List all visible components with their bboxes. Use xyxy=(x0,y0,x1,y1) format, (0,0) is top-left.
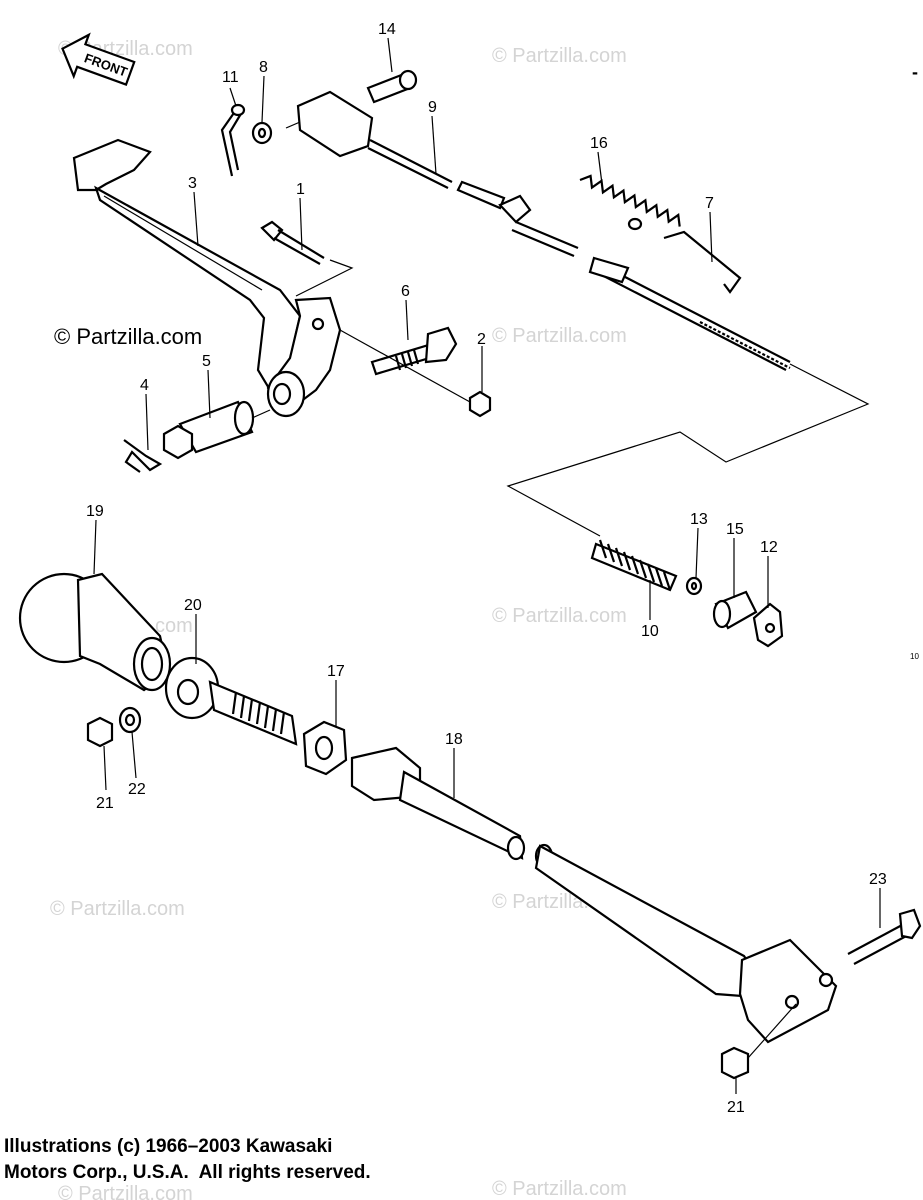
rod-end-part xyxy=(164,656,298,746)
callout-label: 11 xyxy=(222,69,239,86)
callout-label: 19 xyxy=(86,503,104,520)
copyright-line-2: Motors Corp., U.S.A. All rights reserved… xyxy=(4,1162,371,1183)
callout-label: 10 xyxy=(641,623,659,640)
watermark: © Partzilla.com xyxy=(50,898,185,920)
rubber-boot-part xyxy=(18,572,172,692)
callout-label: 14 xyxy=(378,21,396,38)
clevis-bolt-part xyxy=(847,908,922,965)
callout-label: 22 xyxy=(128,781,146,798)
pivot-bolt-part xyxy=(370,326,458,376)
return-spring-part xyxy=(590,539,678,592)
watermark: © Partzilla.com xyxy=(492,605,627,627)
washer-part xyxy=(251,121,273,145)
copyright-footer: Illustrations (c) 1966–2003 Kawasaki Mot… xyxy=(4,1134,371,1186)
spring-wire-part xyxy=(663,230,742,294)
brake-pedal-part xyxy=(72,138,342,418)
clip-part xyxy=(123,439,163,473)
clevis-rod-part xyxy=(285,90,453,189)
wing-nut-part xyxy=(752,602,784,648)
flat-washer-part xyxy=(118,706,142,734)
callout-label: 12 xyxy=(760,539,778,556)
callout-label: 23 xyxy=(869,871,887,888)
leader-lines xyxy=(93,37,881,1094)
lock-nut-part xyxy=(86,716,114,748)
small-washer-part xyxy=(685,576,703,596)
cotter-pin-part xyxy=(220,103,246,177)
connector-line xyxy=(506,363,870,537)
watermark: © Partzilla.com xyxy=(58,1183,193,1200)
side-tag: 10 xyxy=(910,652,919,661)
edge-mark: - xyxy=(912,62,918,82)
callout-label: 6 xyxy=(401,283,410,300)
callout-label: 9 xyxy=(428,99,437,116)
watermark: © Partzilla.com xyxy=(492,45,627,67)
spring-part xyxy=(579,174,681,231)
callout-label: 15 xyxy=(726,521,744,538)
cable-part xyxy=(456,180,791,371)
brake-rod-part xyxy=(350,746,838,1044)
front-arrow-icon: FRONT xyxy=(61,32,136,86)
clevis-pin-part xyxy=(366,69,418,104)
callout-label: 17 xyxy=(327,663,345,680)
callout-label: 16 xyxy=(590,135,608,152)
watermark-dark: © Partzilla.com xyxy=(54,324,202,349)
callout-label: 18 xyxy=(445,731,463,748)
callout-label: 5 xyxy=(202,353,211,370)
callout-label: 4 xyxy=(140,377,149,394)
watermark: © Partzilla.com xyxy=(492,1178,627,1200)
callout-label: 21 xyxy=(96,795,114,812)
sleeve-part xyxy=(162,400,271,460)
callout-label: 21 xyxy=(727,1099,745,1116)
copyright-line-1: Illustrations (c) 1966–2003 Kawasaki xyxy=(4,1136,333,1157)
callout-label: 13 xyxy=(690,511,708,528)
bottom-lock-nut-part xyxy=(720,1003,797,1080)
bolt-part xyxy=(260,220,354,297)
callout-label: 20 xyxy=(184,597,202,614)
callout-label: 1 xyxy=(296,181,305,198)
callout-labels: 14 11 8 9 16 7 3 1 6 2 5 4 19 20 13 15 1… xyxy=(86,21,887,1116)
trunnion-part xyxy=(712,590,758,630)
watermark: © Partzilla.com xyxy=(492,325,627,347)
jam-nut-part xyxy=(302,720,348,776)
callout-label: 2 xyxy=(477,331,486,348)
nut-part xyxy=(339,329,492,418)
callout-label: 7 xyxy=(705,195,714,212)
callout-label: 3 xyxy=(188,175,197,192)
callout-label: 8 xyxy=(259,59,268,76)
